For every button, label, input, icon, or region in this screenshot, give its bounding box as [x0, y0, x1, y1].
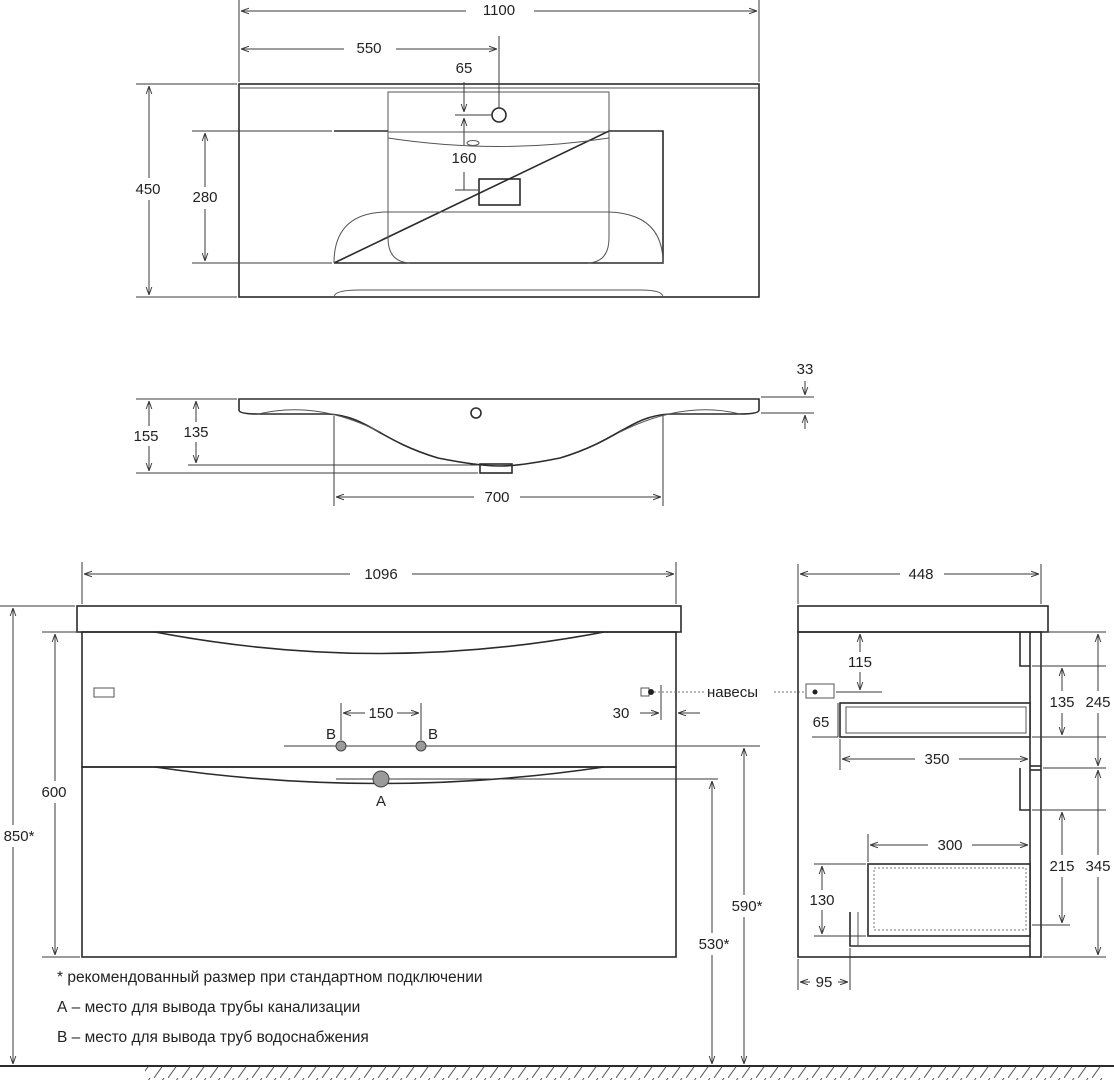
top-handle-curve — [154, 631, 605, 655]
dim-total-height: 850* — [4, 828, 35, 845]
dim-pipe-spacing: 150 — [368, 705, 393, 722]
dim-overflow-offset: 160 — [451, 150, 476, 167]
supply-point-left — [335, 740, 347, 752]
dim-hanger-drop: 115 — [848, 654, 872, 671]
section-drain — [479, 463, 513, 474]
side-countertop — [797, 605, 1049, 633]
dim-bottom-drawer-inner: 215 — [1049, 858, 1074, 875]
drain-point — [372, 770, 390, 788]
dim-section-inner-height: 135 — [183, 424, 208, 441]
tap-hole — [491, 107, 507, 123]
label-b-right: B — [428, 726, 438, 743]
dim-top-drawer-inner: 135 — [1049, 694, 1074, 711]
bottom-drawer-runner — [849, 912, 1030, 947]
side-body — [797, 631, 1042, 958]
note-recommended: * рекомендованный размер при стандартном… — [57, 969, 483, 986]
side-hanger-point — [812, 689, 818, 695]
dim-plinth: 95 — [816, 974, 833, 991]
dim-top-drawer-depth: 350 — [924, 751, 949, 768]
supply-point-right — [415, 740, 427, 752]
note-point-b: В – место для вывода труб водоснабжения — [57, 1029, 369, 1046]
dim-side-depth: 448 — [908, 566, 933, 583]
label-b-left: B — [326, 726, 336, 743]
hanger-label: навесы — [707, 684, 758, 701]
front-view: навесы 1096 150 B B A 30 6 — [0, 562, 806, 1064]
top-view: 1100 550 65 160 450 280 — [132, 0, 760, 298]
dim-bowl-depth: 280 — [192, 189, 217, 206]
dim-body-height: 600 — [41, 784, 66, 801]
dim-bottom-drawer-depth: 300 — [937, 837, 962, 854]
note-point-a: А – место для вывода трубы канализации — [57, 999, 360, 1016]
label-a: A — [376, 793, 386, 810]
bowl-outline — [333, 130, 664, 264]
countertop — [76, 605, 682, 633]
dim-hanger-inset: 65 — [813, 714, 830, 731]
dim-basin-width: 1100 — [483, 2, 515, 19]
bottom-drawer-front-edge — [1019, 768, 1030, 811]
dim-supply-height: 590* — [732, 898, 763, 915]
drain-opening — [478, 178, 521, 206]
side-hanger — [805, 683, 835, 699]
bottom-drawer-box — [867, 863, 1031, 937]
bottom-drawer-front — [81, 766, 677, 958]
floor-hatching — [145, 1067, 1105, 1080]
hanger-left — [93, 687, 115, 698]
basin-outline — [238, 83, 760, 298]
dim-bottom-drawer-height: 130 — [809, 892, 834, 909]
dim-top-drawer-outer: 245 — [1085, 694, 1110, 711]
dim-drain-height: 530* — [699, 936, 730, 953]
dim-section-height: 155 — [133, 428, 158, 445]
dim-basin-depth: 450 — [135, 181, 160, 198]
top-drawer-box — [839, 702, 1031, 738]
dim-bottom-drawer-outer: 345 — [1085, 858, 1110, 875]
top-drawer-front — [81, 631, 677, 768]
dim-bowl-width: 700 — [484, 489, 509, 506]
section-tap-hole — [470, 407, 482, 419]
hanger-point — [648, 689, 654, 695]
dim-half-width: 550 — [356, 40, 381, 57]
hanger-right — [640, 687, 650, 697]
basin-profile — [238, 398, 760, 467]
floor — [0, 1065, 1114, 1080]
top-drawer-front-edge — [1019, 632, 1030, 667]
overflow-hole — [466, 140, 480, 146]
basin-section: 33 155 135 700 — [130, 361, 814, 507]
legend-notes: * рекомендованный размер при стандартном… — [57, 969, 483, 1046]
dim-cabinet-width: 1096 — [364, 566, 397, 583]
dim-hanger-offset: 30 — [613, 705, 630, 722]
dim-tap-offset: 65 — [456, 60, 473, 77]
dim-rim-thickness: 33 — [797, 361, 814, 378]
side-view: 448 115 65 350 300 130 95 — [797, 564, 1114, 992]
